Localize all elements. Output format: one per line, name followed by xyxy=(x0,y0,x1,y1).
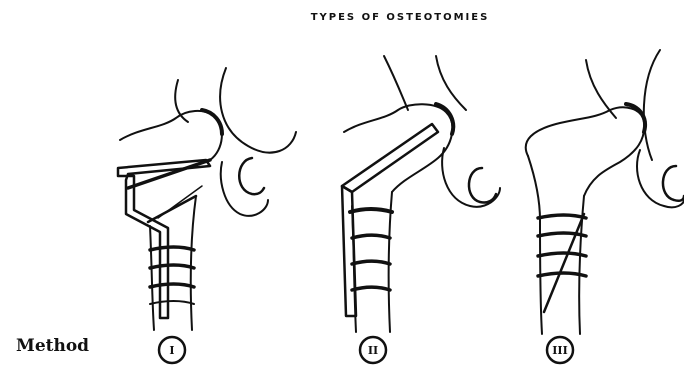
method-2-figure xyxy=(342,56,500,332)
method-2-osteotomy-line xyxy=(350,209,392,212)
method-2-marker: II xyxy=(360,337,386,363)
method-3-shaft-left xyxy=(528,156,542,334)
method-1-screw-3 xyxy=(150,284,194,287)
method-1-pelvis-line xyxy=(175,80,188,122)
method-1-screw-4 xyxy=(150,301,194,304)
method-2-pelvis-line xyxy=(384,56,408,110)
method-3-wire-2 xyxy=(538,233,586,236)
method-2-screw-3 xyxy=(352,287,390,290)
method-3-wire-3 xyxy=(538,253,586,256)
method-1-screw-1 xyxy=(150,247,194,250)
method-1-numeral: I xyxy=(169,344,174,357)
method-3-obturator-c xyxy=(663,166,684,201)
method-3-marker: III xyxy=(547,337,573,363)
method-3-wire-1 xyxy=(538,215,586,218)
method-3-wire-4 xyxy=(538,273,586,276)
method-1-head-shading xyxy=(202,110,222,134)
method-3-ischium-curve xyxy=(637,150,684,207)
method-label: Method xyxy=(16,336,89,356)
method-1-blade-plate xyxy=(118,160,210,318)
method-2-head-shading xyxy=(436,104,453,134)
method-1-acetabulum-arc xyxy=(220,68,296,153)
method-1-femoral-head xyxy=(120,111,222,160)
method-1-shaft-right xyxy=(191,196,196,330)
method-2-obturator-c xyxy=(469,168,496,203)
method-2-numeral: II xyxy=(368,344,378,357)
method-2-pelvis-line-2 xyxy=(436,56,466,110)
method-1-shaft-left xyxy=(150,226,154,330)
method-1-marker: I xyxy=(159,337,185,363)
method-1-screw-2 xyxy=(150,265,194,268)
method-2-screw-2 xyxy=(352,261,390,264)
diagram-title: TYPES OF OSTEOTOMIES xyxy=(0,12,684,23)
method-3-figure xyxy=(526,50,684,334)
method-1-obturator-c xyxy=(239,158,264,194)
method-3-numeral: III xyxy=(552,344,567,357)
method-3-femoral-head xyxy=(526,107,645,196)
method-1-figure xyxy=(118,68,296,330)
method-3-acetabulum-arc xyxy=(644,50,660,160)
method-2-blade xyxy=(342,124,438,192)
method-2-screw-1 xyxy=(352,235,390,238)
method-3-osteotomy-line xyxy=(544,214,584,312)
method-1-wedge-lower xyxy=(148,196,196,222)
